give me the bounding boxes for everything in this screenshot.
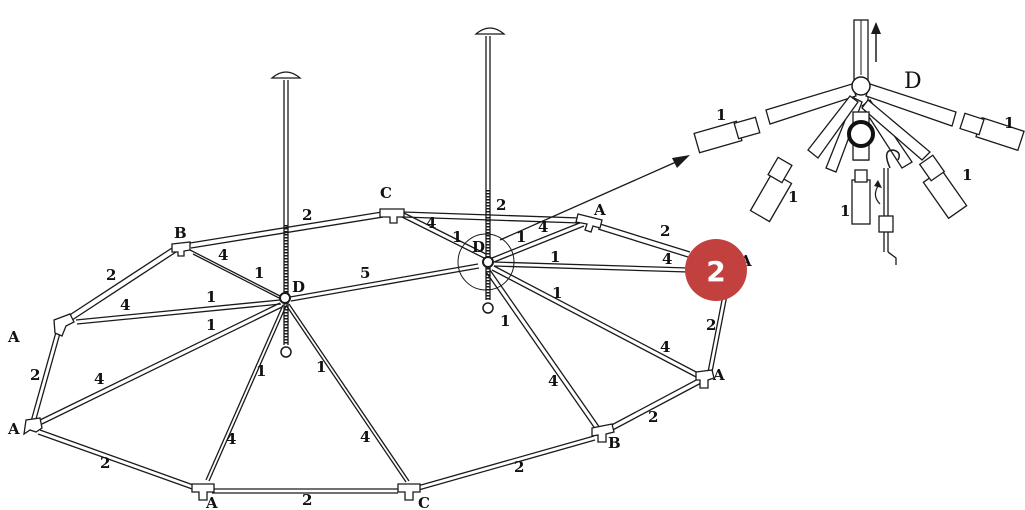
connector-a-right	[695, 369, 715, 389]
left-center-pole	[270, 71, 302, 358]
num-2-top-left: 2	[302, 206, 312, 224]
left-hub	[279, 292, 291, 304]
num-4-c-spoke: 4	[360, 428, 370, 446]
label-d-left-hub: D	[292, 278, 305, 296]
num-1-right-spoke: 1	[550, 248, 560, 266]
label-b-bottom-right: B	[608, 434, 621, 452]
connectors	[23, 208, 715, 501]
num-1-c-spoke: 1	[316, 358, 326, 376]
num-4-b-spoke: 4	[218, 246, 228, 264]
right-hub-spokes	[399, 211, 701, 431]
num-1-a2-spoke: 1	[206, 316, 216, 334]
num-1-bottom-spoke: 1	[256, 362, 266, 380]
hook-icon	[874, 149, 900, 265]
num-2-top-center: 2	[496, 196, 506, 214]
right-hub	[482, 256, 494, 268]
detail-num-vertical: 1	[840, 202, 850, 220]
connector-a-left	[53, 313, 75, 337]
label-a-top: A	[593, 201, 606, 219]
step-badge-number: 2	[706, 255, 725, 288]
detail-tube-vertical	[851, 179, 871, 225]
detail-hub-label: D	[904, 69, 922, 94]
detail-socket-right-2	[861, 99, 931, 161]
connector-b-bottom-right	[591, 423, 615, 443]
num-4-a2-spoke: 4	[94, 370, 104, 388]
num-4-a-top-spoke: 4	[538, 218, 548, 236]
perimeter-tubes	[29, 211, 729, 494]
hub-detail-view: D 1 1 1 1 1	[693, 19, 1025, 265]
num-5-connecting-tube: 5	[360, 264, 370, 282]
num-2-right: 2	[706, 316, 716, 334]
label-a-bottom-left: A	[7, 420, 20, 438]
num-1-b-right-spoke: 1	[500, 312, 510, 330]
num-2-bottom-left: 2	[100, 454, 110, 472]
detail-socket-left	[765, 83, 857, 125]
detail-num-lower-right: 1	[962, 166, 972, 184]
num-4-b-right-spoke: 4	[548, 372, 558, 390]
num-2-bottom: 2	[302, 491, 312, 509]
right-center-pole	[457, 27, 515, 314]
arrow-up-icon	[871, 22, 881, 62]
num-4-right-spoke: 4	[662, 250, 672, 268]
detail-num-lower-left: 1	[788, 188, 798, 206]
detail-tube-lower-left	[749, 171, 793, 223]
num-2-left-upper: 2	[106, 266, 116, 284]
num-4-a-spoke: 4	[120, 296, 130, 314]
label-a-right: A	[712, 366, 725, 384]
num-2-bottom-right: 2	[514, 458, 524, 476]
pointer-arrow-icon	[499, 155, 690, 241]
label-c-bottom: C	[418, 494, 430, 510]
detail-num-right: 1	[1004, 114, 1014, 132]
connector-c-bottom	[397, 483, 421, 501]
connector-a-bottom-left	[23, 417, 43, 436]
label-a-left: A	[7, 328, 20, 346]
main-frame: C B A A A A A B A C D D 2 2 2 2 2 2 2 2 …	[7, 27, 752, 510]
part-letters: C B A A A A A B A C D D	[7, 184, 752, 510]
num-4-lower-right-spoke: 4	[660, 338, 670, 356]
hub-magnifier-circle	[457, 233, 515, 291]
num-1-a-spoke: 1	[206, 288, 216, 306]
num-2-right-lower: 2	[648, 408, 658, 426]
connector-b-left	[171, 241, 191, 257]
num-1-lower-right-spoke: 1	[552, 284, 562, 302]
num-2-left-lower: 2	[30, 366, 40, 384]
connector-a-top	[575, 213, 603, 233]
detail-num-left: 1	[716, 106, 726, 124]
label-a-bottom: A	[205, 494, 218, 510]
step-badge: 2	[685, 239, 747, 301]
connector-c-top	[379, 208, 405, 224]
num-1-c-top-spoke: 1	[452, 228, 462, 246]
num-2-top-right: 2	[660, 222, 670, 240]
detail-socket-left-2	[807, 95, 859, 159]
num-1-a-top-spoke: 1	[516, 228, 526, 246]
label-c-top: C	[380, 184, 392, 202]
num-4-c-top-spoke: 4	[426, 214, 436, 232]
label-d-right-hub: D	[472, 238, 485, 256]
left-hub-spokes	[39, 249, 480, 483]
part-numbers: 2 2 2 2 2 2 2 2 2 2 4 1 4 1 4 1 1 4 1 4 …	[30, 196, 716, 509]
detail-ring	[847, 120, 875, 148]
num-4-bottom-spoke: 4	[226, 430, 236, 448]
connector-a-bottom	[191, 483, 215, 501]
label-b-left: B	[174, 224, 187, 242]
num-1-b-spoke: 1	[254, 264, 264, 282]
